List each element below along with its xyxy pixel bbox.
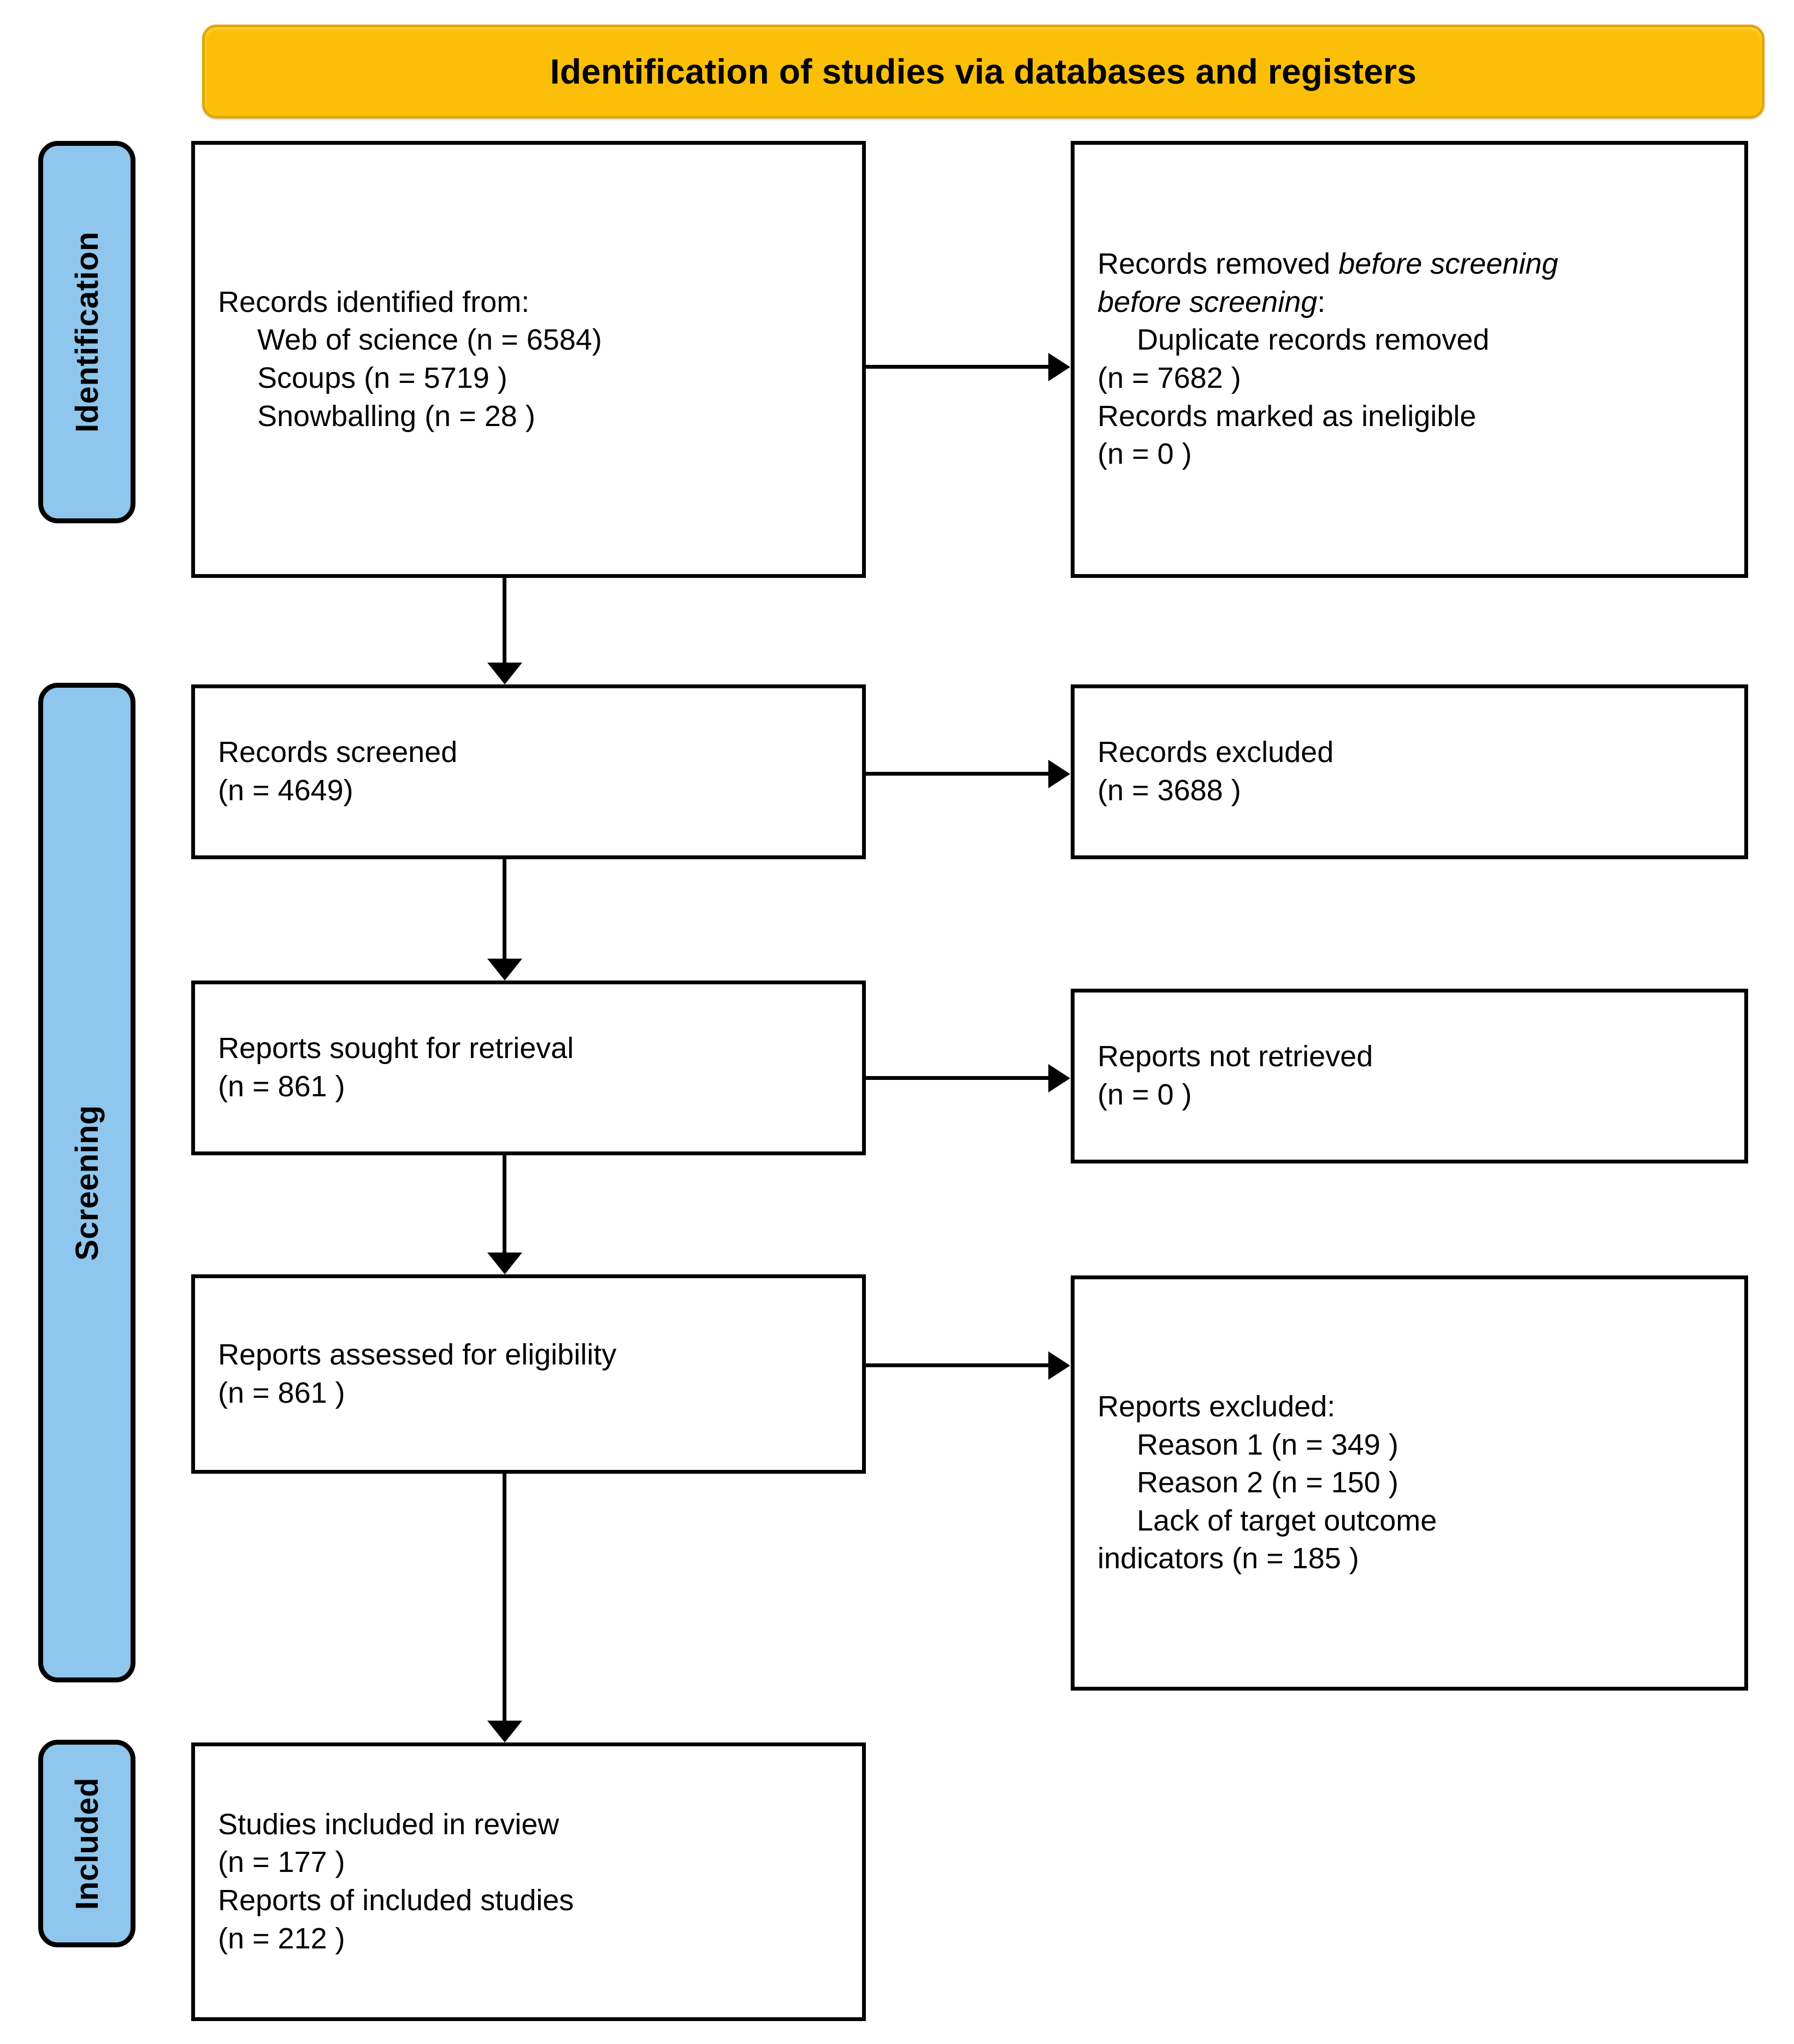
arrow-down-screened-to-sought: [503, 859, 506, 964]
stage-label-identification: Identification: [69, 232, 105, 433]
stage-label-included: Included: [69, 1777, 105, 1910]
box-line-emphasis: before screening: [1097, 285, 1318, 318]
box-reports-not-retrieved: Reports not retrieved (n = 0 ): [1071, 989, 1748, 1163]
box-line: Reports excluded:: [1097, 1390, 1336, 1423]
box-line: (n = 0 ): [1097, 1078, 1192, 1111]
box-line: (n = 0 ): [1097, 438, 1192, 471]
box-reports-sought-for-retrieval: Reports sought for retrieval (n = 861 ): [191, 980, 866, 1155]
box-line: Records identified from:: [218, 285, 530, 318]
stage-label-screening: Screening: [69, 1104, 105, 1261]
arrow-down-identified-to-screened: [503, 578, 506, 668]
box-line: (n = 212 ): [218, 1922, 345, 1955]
box-reports-excluded-reasons: Reports excluded: Reason 1 (n = 349 ) Re…: [1071, 1275, 1748, 1691]
diagram-title: Identification of studies via databases …: [550, 52, 1417, 91]
box-line: indicators (n = 185 ): [1097, 1542, 1359, 1575]
box-line: (n = 861 ): [218, 1070, 345, 1103]
box-line: (n = 861 ): [218, 1376, 345, 1409]
box-line: (n = 7682 ): [1097, 362, 1241, 394]
box-line: Reports of included studies: [218, 1884, 574, 1917]
arrow-right-identified-to-removed: [866, 365, 1052, 369]
stage-pill-identification: Identification: [38, 141, 135, 523]
box-line: Studies included in review: [218, 1807, 559, 1841]
diagram-header-banner: Identification of studies via databases …: [202, 25, 1765, 119]
box-line-text: :: [1317, 285, 1326, 318]
arrow-down-assessed-to-included: [503, 1474, 506, 1726]
box-records-excluded: Records excluded (n = 3688 ): [1071, 684, 1748, 859]
box-line: (n = 4649): [218, 774, 353, 807]
box-records-screened: Records screened (n = 4649): [191, 684, 866, 859]
box-line: Reason 1 (n = 349 ): [1137, 1428, 1398, 1461]
box-line-text: Records removed: [1097, 247, 1339, 281]
arrow-down-sought-to-assessed: [503, 1155, 506, 1258]
box-line: Lack of target outcome: [1137, 1504, 1437, 1537]
box-line: Snowballing (n = 28 ): [257, 399, 535, 433]
box-reports-assessed-for-eligibility: Reports assessed for eligibility (n = 86…: [191, 1274, 866, 1474]
box-records-removed-before-screening: Records removed before screening before …: [1071, 141, 1748, 578]
box-line: Reports sought for retrieval: [218, 1032, 574, 1065]
box-line: Scoups (n = 5719 ): [257, 362, 507, 394]
box-line-emphasis: before screening: [1338, 247, 1559, 281]
box-line: Records marked as ineligible: [1097, 399, 1477, 433]
box-line: Records screened: [218, 736, 458, 769]
box-line: Reports assessed for eligibility: [218, 1338, 617, 1371]
arrow-right-screened-to-excluded: [866, 772, 1052, 776]
box-line: Web of science (n = 6584): [257, 323, 602, 357]
stage-pill-screening: Screening: [38, 683, 135, 1682]
box-line: before screening:: [1097, 283, 1721, 322]
box-line: Reports not retrieved: [1097, 1040, 1373, 1073]
stage-pill-included: Included: [38, 1740, 135, 1947]
box-line: Duplicate records removed: [1137, 323, 1490, 357]
box-records-identified: Records identified from: Web of science …: [191, 141, 866, 578]
box-studies-included-in-review: Studies included in review (n = 177 ) Re…: [191, 1742, 866, 2021]
box-line: (n = 3688 ): [1097, 774, 1241, 807]
box-line: Reason 2 (n = 150 ): [1137, 1466, 1398, 1499]
arrow-right-assessed-to-reports-excluded: [866, 1363, 1052, 1367]
box-line: Records excluded: [1097, 736, 1334, 769]
box-line: Records removed before screening: [1097, 245, 1721, 283]
box-line: (n = 177 ): [218, 1846, 345, 1879]
arrow-right-sought-to-not-retrieved: [866, 1076, 1052, 1080]
